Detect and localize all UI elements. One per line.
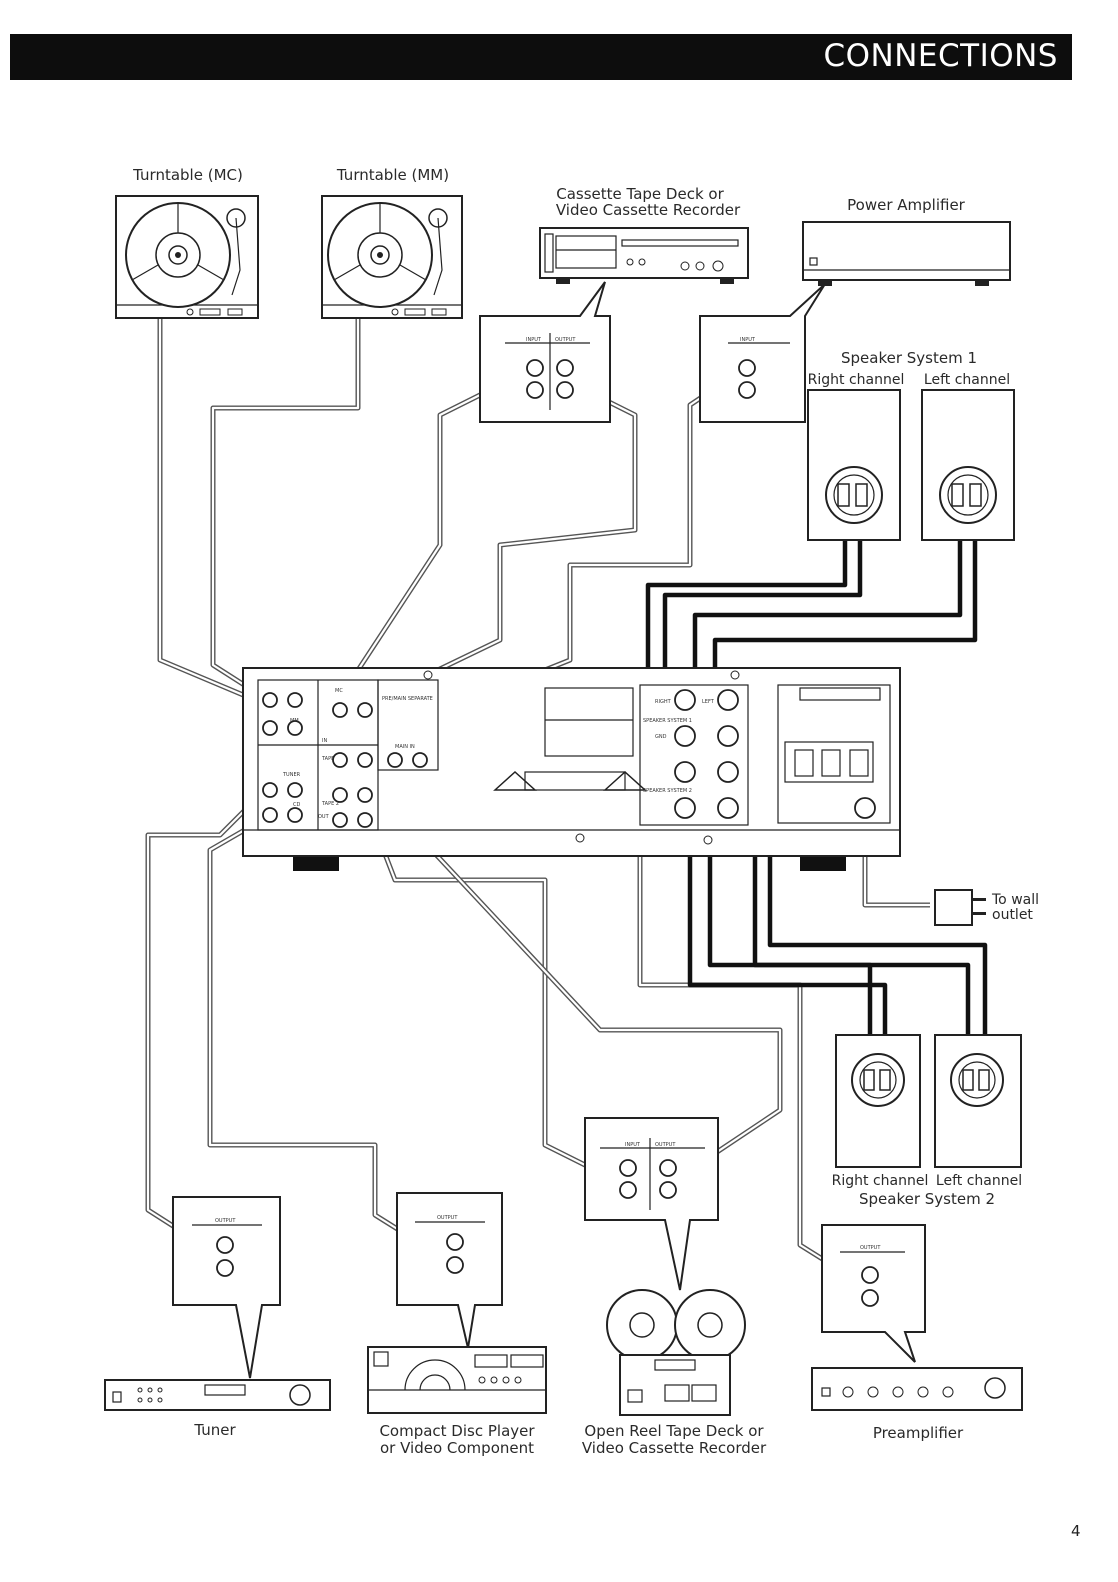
turntable-mc — [115, 195, 259, 319]
reel-output-label: OUTPUT — [655, 1142, 676, 1148]
page-number: 4 — [1071, 1522, 1081, 1540]
label-speaker1-right: Right channel — [808, 372, 905, 388]
label-cd-line2: or Video Component — [380, 1439, 534, 1457]
panel-mc-label: MC — [335, 688, 343, 694]
label-cd-line1: Compact Disc Player — [379, 1422, 535, 1440]
label-speaker2-left: Left channel — [936, 1173, 1022, 1189]
label-turntable-mm: Turntable (MM) — [336, 166, 449, 184]
tuner-unit — [104, 1379, 331, 1411]
panel-left-label: LEFT — [702, 699, 715, 705]
section-title: CONNECTIONS — [823, 38, 1058, 74]
panel-speaker1-label: SPEAKER SYSTEM 1 — [643, 718, 692, 724]
label-speaker1-left: Left channel — [924, 372, 1010, 388]
cassette-deck — [539, 227, 749, 284]
speaker-system-2 — [835, 1034, 1022, 1168]
preamp-output-label: OUTPUT — [860, 1245, 881, 1251]
label-cassette-line1: Cassette Tape Deck or — [556, 185, 724, 203]
panel-pre-main-label: PRE/MAIN SEPARATE — [382, 696, 433, 702]
preamplifier-unit — [811, 1367, 1023, 1411]
panel-tuner-label: TUNER — [282, 772, 301, 778]
inset-power-input-label: INPUT — [740, 337, 756, 343]
label-speaker2-right: Right channel — [832, 1173, 929, 1189]
section-header-bar: CONNECTIONS — [10, 34, 1072, 80]
panel-right-label: RIGHT — [655, 699, 672, 705]
label-speaker1-title: Speaker System 1 — [841, 349, 977, 367]
label-reel-line2: Video Cassette Recorder — [582, 1439, 767, 1457]
label-wall-line1: To wall — [991, 892, 1039, 908]
cd-output-label: OUTPUT — [437, 1215, 458, 1221]
preamp-jack-inset: OUTPUT — [821, 1224, 926, 1363]
label-tuner: Tuner — [193, 1421, 236, 1439]
label-turntable-mc: Turntable (MC) — [132, 166, 243, 184]
label-cassette-line2: Video Cassette Recorder — [556, 201, 741, 219]
panel-tape2-label: TAPE 2 — [321, 801, 339, 807]
cassette-jack-inset: INPUT OUTPUT — [479, 281, 611, 423]
label-reel-line1: Open Reel Tape Deck or — [584, 1422, 764, 1440]
label-power-amplifier: Power Amplifier — [847, 196, 966, 214]
panel-tape1-label: TAPE 1 — [321, 756, 339, 762]
power-amplifier — [802, 221, 1011, 286]
label-speaker2-title: Speaker System 2 — [859, 1190, 995, 1208]
label-wall-line2: outlet — [992, 907, 1033, 923]
cd-player-unit — [367, 1346, 547, 1414]
tuner-jack-inset: OUTPUT — [172, 1196, 281, 1379]
panel-speaker2-label: SPEAKER SYSTEM 2 — [643, 788, 692, 794]
panel-in-label: IN — [322, 738, 327, 744]
power-amp-jack-inset: INPUT — [699, 283, 826, 423]
amplifier-rear-panel: MC MM PRE/MAIN SEPARATE MAIN IN TUNER CD… — [242, 667, 901, 871]
reel-deck-jack-inset: INPUT OUTPUT — [584, 1117, 719, 1291]
inset-input-label: INPUT — [526, 337, 542, 343]
inset-output-label: OUTPUT — [555, 337, 576, 343]
signal-cables — [145, 318, 930, 1273]
power-plug — [934, 889, 986, 926]
tuner-output-label: OUTPUT — [215, 1218, 236, 1224]
label-preamplifier: Preamplifier — [873, 1424, 964, 1442]
cd-jack-inset: OUTPUT — [396, 1192, 503, 1349]
reel-input-label: INPUT — [625, 1142, 641, 1148]
open-reel-deck-unit — [606, 1289, 746, 1416]
panel-gnd-label: GND — [655, 734, 667, 740]
turntable-mm — [321, 195, 463, 319]
speaker-system-1 — [807, 389, 1015, 541]
component-labels: Turntable (MC) Turntable (MM) Cassette T… — [132, 166, 1039, 1457]
panel-cd-label: CD — [293, 802, 300, 808]
panel-main-in-label: MAIN IN — [395, 744, 415, 750]
panel-out-label: OUT — [318, 814, 330, 820]
